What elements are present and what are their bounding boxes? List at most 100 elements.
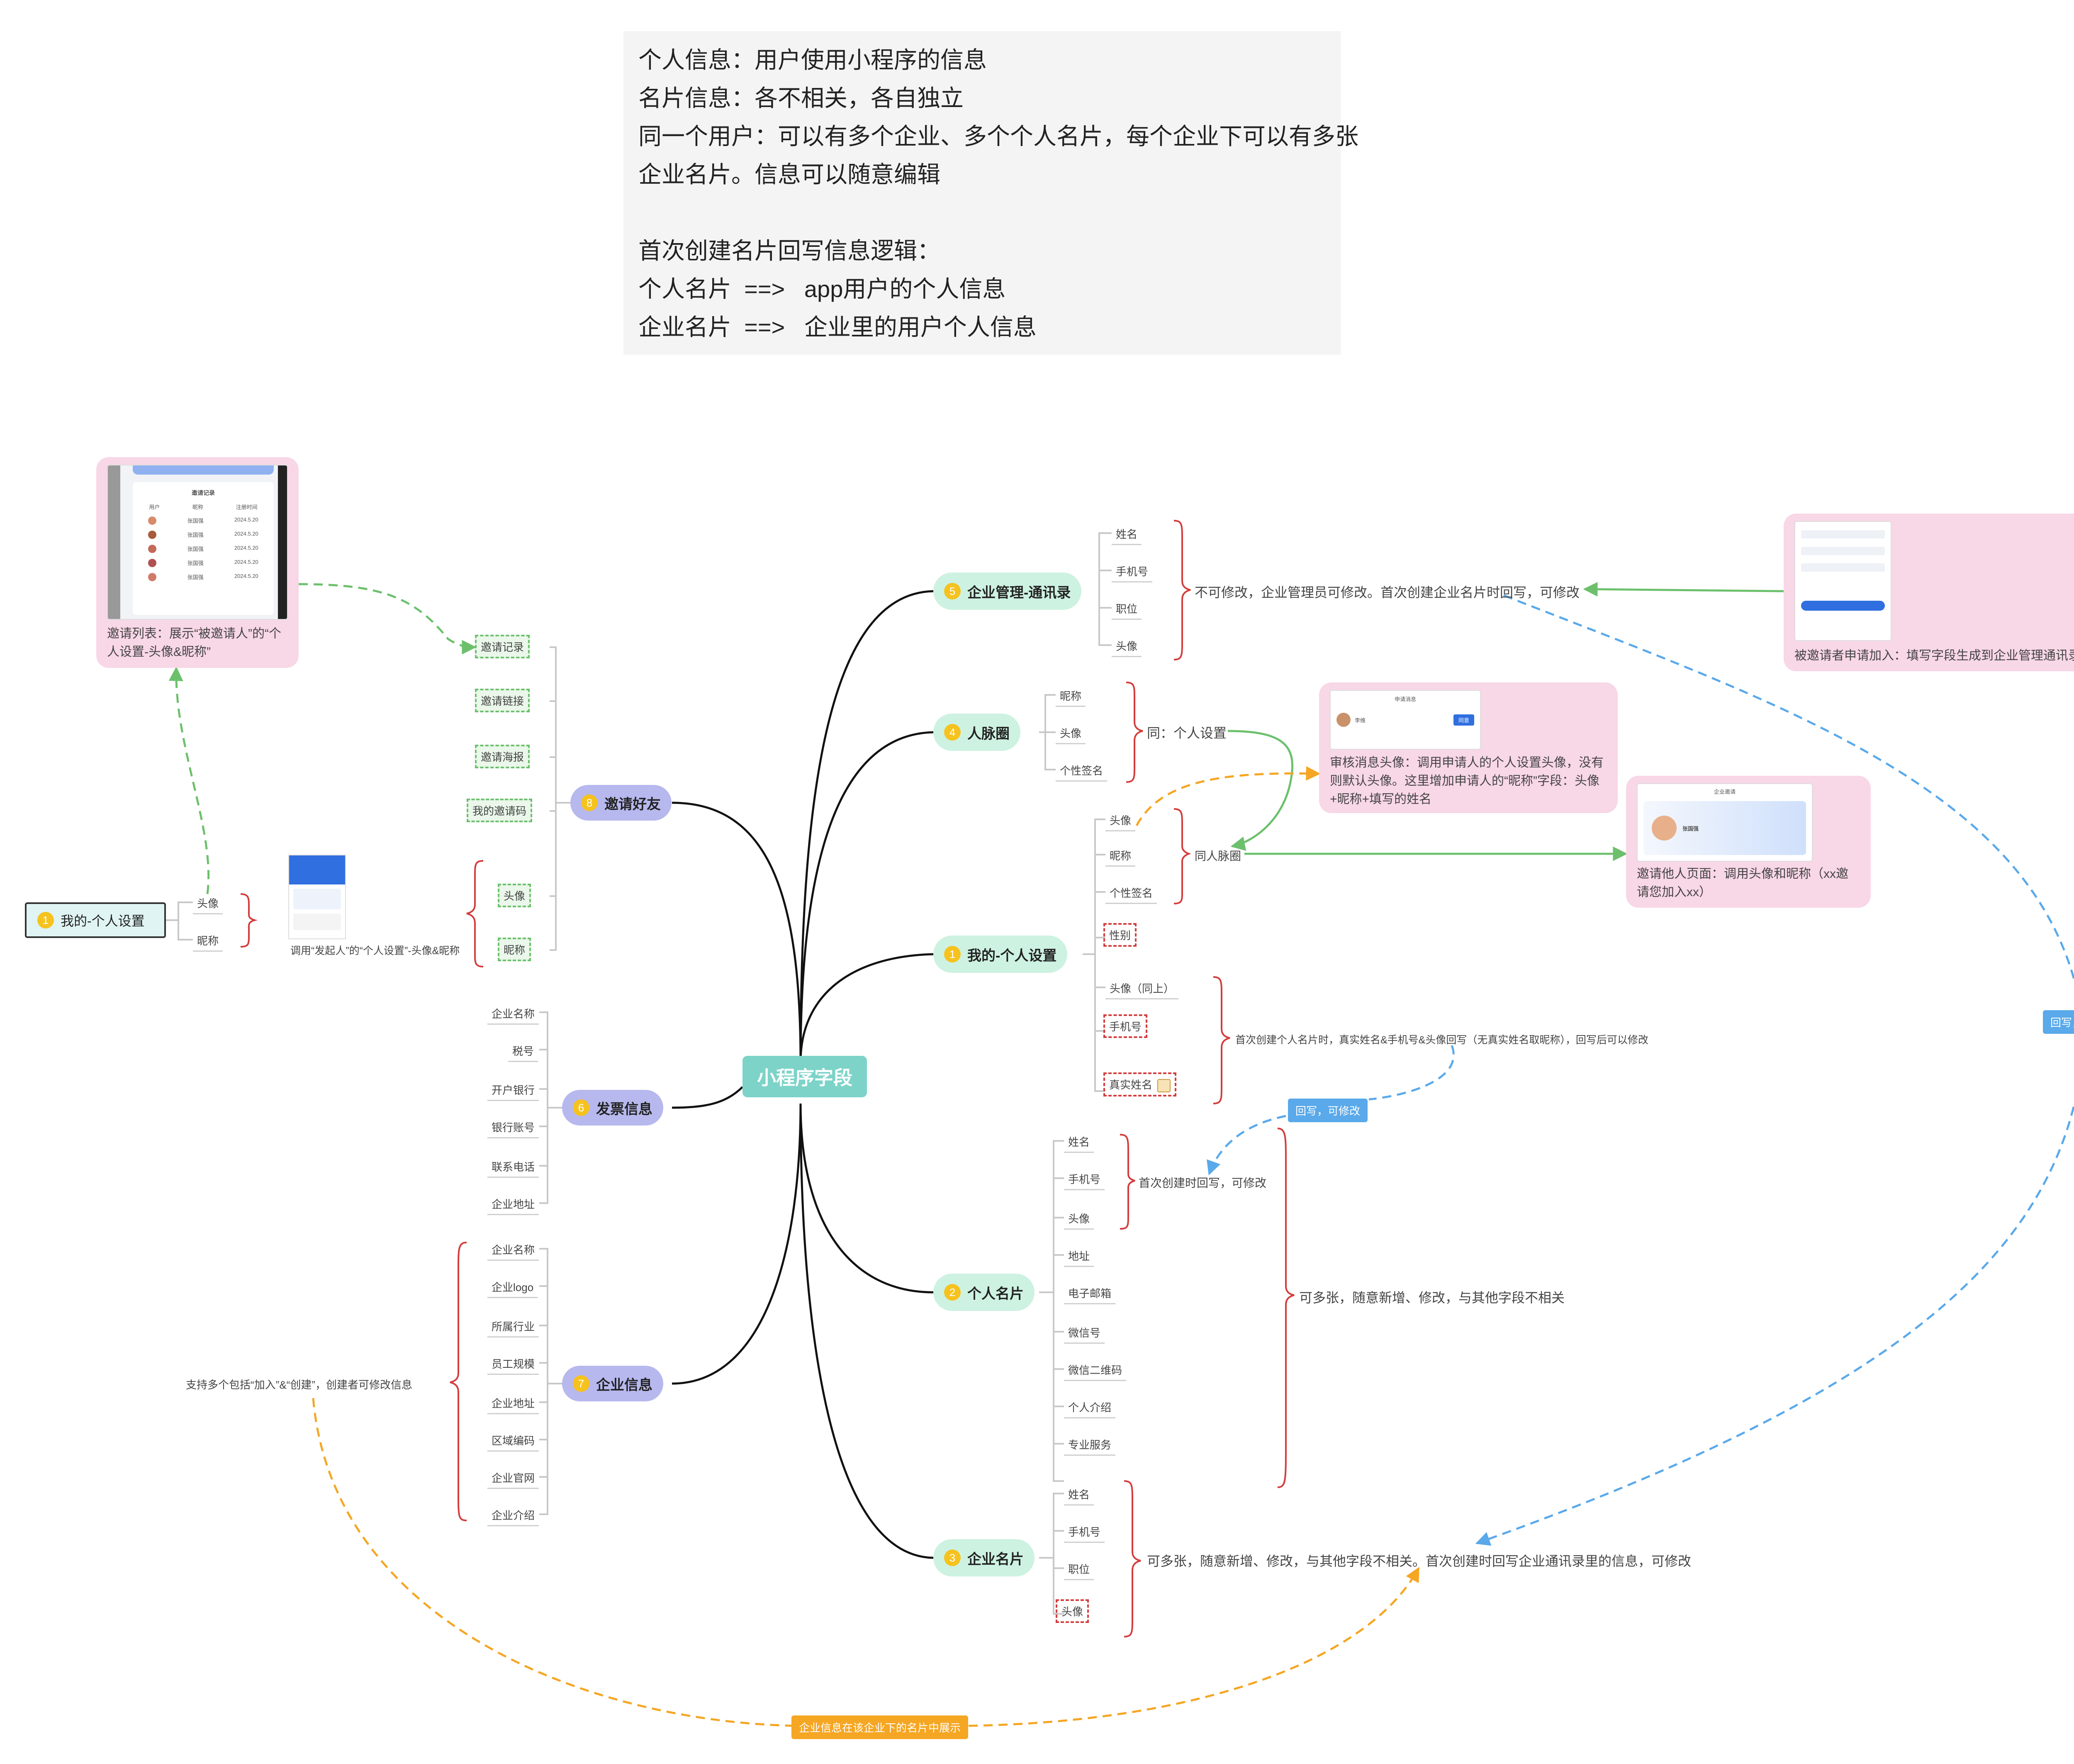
field-nickname[interactable]: 昵称 [1105,845,1136,867]
screen-title: 申请消息 [1394,696,1416,702]
invite-banner: 张国强 [1643,801,1806,855]
company-intro[interactable]: 企业介绍 [487,1505,539,1526]
writeback-tag: 回写，可修改 [2043,1010,2074,1034]
thumb-edge [108,465,120,619]
topic-invite-friends[interactable]: 8 邀请好友 [570,785,672,821]
field-address[interactable]: 地址 [1064,1245,1094,1267]
node-my-settings-left[interactable]: 1 我的-个人设置 [25,902,166,938]
avatar [148,517,157,525]
row-date: 2024.5.20 [234,573,258,579]
summary-note-box: 个人信息：用户使用小程序的信息 名片信息：各不相关，各自独立 同一个用户：可以有… [623,31,1358,355]
field-intro[interactable]: 个人介绍 [1064,1397,1116,1418]
screen-title: 企业邀请 [1714,789,1736,795]
company-region-code[interactable]: 区域编码 [487,1430,539,1452]
enterprise-contacts-note: 不可修改，企业管理员可修改。首次创建企业名片时回写，可修改 [1195,585,1580,600]
company-card-note: 可多张，随意新增、修改，与其他字段不相关。首次创建时回写企业通讯录里的信息，可修… [1147,1554,1692,1569]
field-avatar[interactable]: 头像 [1056,1599,1089,1623]
topic-invoice-info[interactable]: 6 发票信息 [562,1090,663,1126]
note-icon[interactable] [1157,1079,1171,1093]
invoice-bank-account[interactable]: 银行账号 [487,1117,539,1138]
topic-network[interactable]: 4 人脉圈 [933,714,1020,751]
invoice-phone[interactable]: 联系电话 [487,1156,539,1178]
invoice-bank[interactable]: 开户银行 [487,1079,539,1101]
central-topic[interactable]: 小程序字段 [742,1056,867,1097]
topic-label: 个人名片 [967,1286,1024,1302]
invoice-company-name[interactable]: 企业名称 [487,1003,539,1025]
company-size[interactable]: 员工规模 [487,1353,539,1375]
field-phone[interactable]: 手机号 [1112,561,1153,582]
company-logo[interactable]: 企业logo [487,1277,538,1298]
submit-button[interactable] [1801,601,1885,611]
invoice-tax-id[interactable]: 税号 [508,1040,538,1062]
card-caption: 邀请列表：展示“被邀请人”的“个人设置-头像&昵称” [107,627,281,659]
my-invite-code[interactable]: 我的邀请码 [467,799,533,822]
row-name: 张国强 [187,532,204,538]
field-name[interactable]: 姓名 [1064,1484,1094,1506]
invite-records[interactable]: 邀请记录 [475,635,530,658]
invite-page-card: 企业邀请 张国强 邀请他人页面：调用头像和昵称（xx邀请您加入xx） [1626,776,1871,908]
inviter-name: 张国强 [1682,825,1699,832]
field-position[interactable]: 职位 [1064,1559,1094,1580]
invoice-address[interactable]: 企业地址 [487,1194,539,1215]
row-name: 张国强 [187,518,204,524]
field-phone[interactable]: 手机号 [1103,1014,1148,1038]
topic-my-settings[interactable]: 1 我的-个人设置 [933,936,1068,973]
avatar [148,545,157,553]
field-phone[interactable]: 手机号 [1064,1169,1105,1190]
field-wechat-id[interactable]: 微信号 [1064,1322,1105,1344]
avatar [148,559,157,567]
field-nickname[interactable]: 昵称 [1056,685,1086,707]
company-address[interactable]: 企业地址 [487,1393,539,1414]
field-position[interactable]: 职位 [1112,598,1142,620]
topic-personal-card[interactable]: 2 个人名片 [933,1274,1035,1311]
field-avatar-same[interactable]: 头像（同上） [1105,978,1179,999]
thumb-list [293,914,341,930]
field-phone[interactable]: 手机号 [1064,1521,1105,1543]
card-caption: 被邀请者申请加入：填写字段生成到企业管理通讯录 [1794,649,2074,663]
field-avatar[interactable]: 头像 [193,893,223,914]
field-avatar[interactable]: 头像 [1105,810,1136,831]
field-gender[interactable]: 性别 [1103,923,1137,947]
field-wechat-qrcode[interactable]: 微信二维码 [1064,1360,1127,1381]
field-name[interactable]: 姓名 [1064,1131,1094,1153]
field-real-name[interactable]: 真实姓名 [1103,1072,1177,1097]
field-avatar[interactable]: 头像 [1056,723,1086,744]
field-signature[interactable]: 个性签名 [1056,760,1108,782]
thumb-banner [133,465,274,475]
writeback-tag: 回写，可修改 [1288,1099,1368,1122]
invite-link[interactable]: 邀请链接 [475,689,530,712]
field-email[interactable]: 电子邮箱 [1064,1283,1116,1304]
field-signature[interactable]: 个性签名 [1105,882,1157,904]
order-badge: 8 [581,794,598,811]
topic-company-info[interactable]: 7 企业信息 [562,1366,663,1401]
note-line: 个人信息：用户使用小程序的信息 [638,47,987,73]
invite-avatar[interactable]: 头像 [498,884,531,907]
company-industry[interactable]: 所属行业 [487,1316,539,1338]
topic-company-card[interactable]: 3 企业名片 [933,1539,1035,1576]
topic-label: 人脉圈 [967,726,1010,742]
row-name: 张国强 [187,560,204,566]
field-avatar[interactable]: 头像 [1112,636,1142,657]
invite-nickname[interactable]: 昵称 [498,938,531,961]
field-avatar[interactable]: 头像 [1064,1208,1094,1230]
form-field [1801,547,1885,555]
note-line: 首次创建名片回写信息逻辑： [638,238,940,264]
order-badge: 5 [944,583,961,599]
topic-enterprise-contacts[interactable]: 5 企业管理-通讯录 [933,573,1082,610]
field-nickname[interactable]: 昵称 [193,930,223,952]
invite-poster[interactable]: 邀请海报 [475,745,530,768]
field-services[interactable]: 专业服务 [1064,1434,1116,1456]
approve-button[interactable]: 同意 [1453,714,1474,726]
company-website[interactable]: 企业官网 [487,1467,539,1489]
order-badge: 1 [37,912,54,928]
note-line: 名片信息：各不相关，各自独立 [638,85,964,111]
field-name[interactable]: 姓名 [1112,524,1142,545]
card-caption: 邀请他人页面：调用头像和昵称（xx邀请您加入xx） [1637,867,1848,899]
company-name[interactable]: 企业名称 [487,1239,539,1261]
col-header: 用户 [149,504,160,510]
